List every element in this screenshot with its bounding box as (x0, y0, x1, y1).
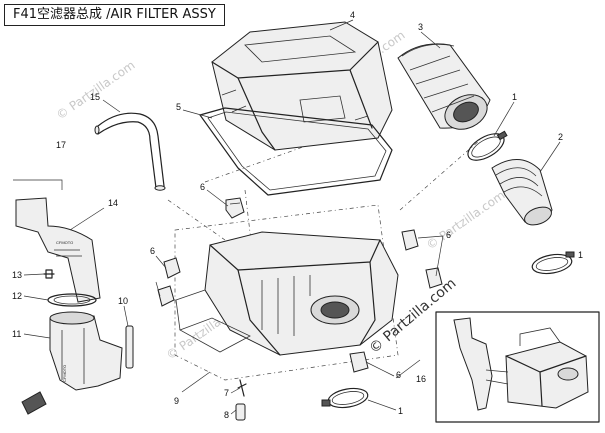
part-11-resonator-housing: CFMOTO (21, 311, 123, 415)
callout-10: 10 (118, 296, 128, 306)
callout-14: 14 (108, 198, 118, 208)
callout-1-top: 1 (512, 92, 517, 102)
housing-marking: CFMOTO (56, 240, 73, 245)
part-14-intake-snorkel: CFMOTO (15, 197, 101, 303)
callout-3: 3 (418, 22, 423, 32)
callout-15: 15 (90, 92, 100, 102)
callout-6-left: 6 (150, 246, 155, 256)
callout-17: 17 (56, 140, 66, 150)
part-6-clip-lower (349, 351, 369, 373)
callout-9: 9 (174, 396, 179, 406)
callout-1-bottom: 1 (398, 406, 403, 416)
part-1-hose-clamp-bottom (321, 387, 369, 409)
callout-2: 2 (558, 132, 563, 142)
part-6-clip-left-a (163, 257, 181, 279)
part-7-screw (237, 379, 247, 397)
part-3-filter-element (397, 43, 491, 130)
part-6-clip-right-b (425, 267, 443, 289)
part-15-breather-hose (94, 112, 166, 191)
callout-6-lower: 6 (396, 370, 401, 380)
callout-numbers: 4 3 1 2 5 15 6 6 6 6 17 14 13 12 10 11 9… (12, 10, 583, 420)
watermark-text: © Partzilla.com (54, 58, 138, 123)
resonator-marking: CFMOTO (62, 365, 67, 382)
watermark-text: © Partzilla.com (424, 188, 508, 253)
callout-4: 4 (350, 10, 355, 20)
diagram-title: F41空滤器总成 /AIR FILTER ASSY (4, 4, 225, 26)
part-6-clip-upper-left (225, 197, 245, 219)
callout-1-right: 1 (578, 250, 583, 260)
part-6-clip-left-b (157, 285, 175, 307)
part-5-gasket (199, 107, 393, 196)
callout-6-upper: 6 (200, 182, 205, 192)
callout-8: 8 (224, 410, 229, 420)
part-1-hose-clamp-top (467, 130, 508, 161)
callout-leader-lines (23, 19, 561, 415)
callout-7: 7 (224, 388, 229, 398)
part-6-clip-right-a (401, 229, 419, 251)
callout-11: 11 (12, 329, 21, 339)
callout-5: 5 (176, 102, 181, 112)
bracket-17 (13, 179, 63, 190)
callout-16: 16 (416, 374, 426, 384)
part-9-air-box-base (175, 231, 399, 356)
airbox-assembly-boundary (174, 204, 399, 381)
callout-6-right: 6 (446, 230, 451, 240)
part-10-rubber-strip (125, 325, 134, 369)
part-13-small-bolt (43, 269, 55, 279)
part-8-drain-plug (235, 403, 246, 421)
callout-13: 13 (12, 270, 22, 280)
callout-12: 12 (12, 291, 22, 301)
part-2-intake-duct (491, 159, 553, 226)
part-4-filter-cover (211, 21, 393, 151)
part-16-assembled-inset (435, 311, 600, 423)
part-1-hose-clamp-right (531, 251, 575, 275)
